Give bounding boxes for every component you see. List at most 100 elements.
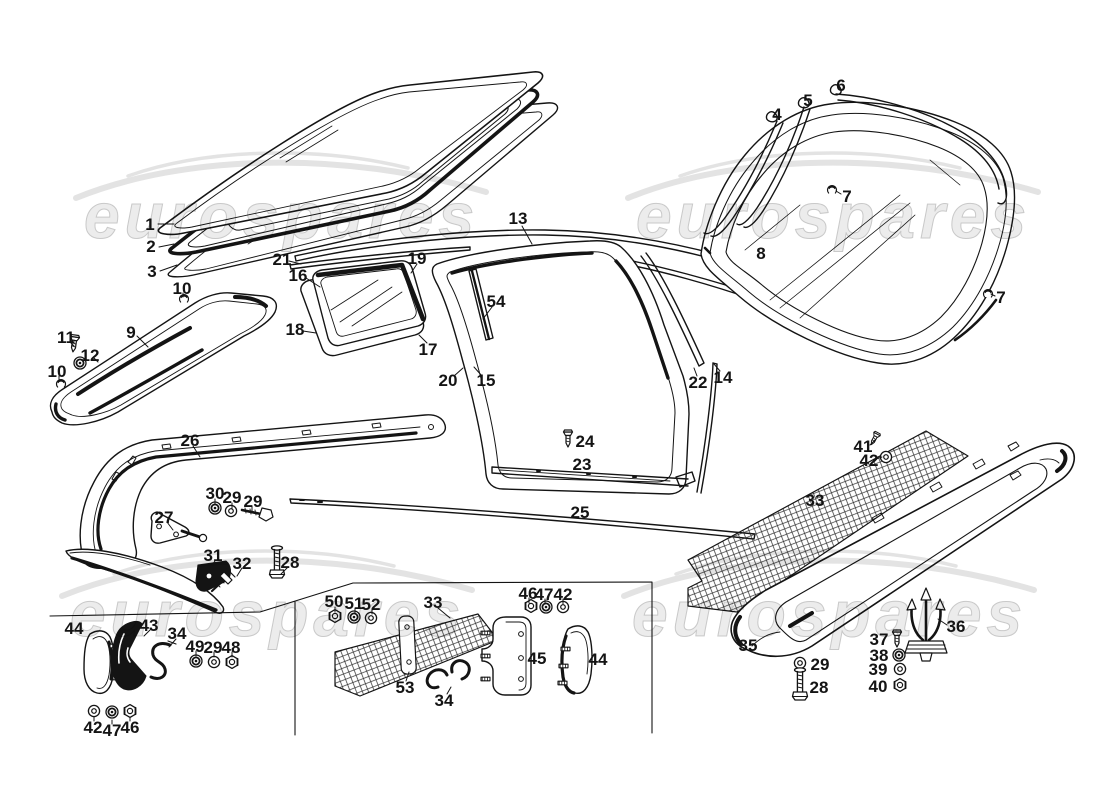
rear-bumper-35 — [730, 441, 1075, 658]
part-label-13: 13 — [509, 209, 528, 228]
screw-icon-32 — [210, 568, 236, 593]
bolt-icon-28 — [791, 667, 809, 701]
part-label-29: 29 — [811, 655, 830, 674]
washer-icon-47 — [105, 705, 119, 719]
trim-strip-21 — [289, 246, 471, 270]
bumper-mounting-tabs — [871, 441, 1022, 524]
quarter-window — [300, 260, 427, 357]
part-label-40: 40 — [869, 677, 888, 696]
part-label-34: 34 — [435, 691, 454, 710]
part-label-29: 29 — [244, 492, 263, 511]
bumper-guard-44-right — [557, 625, 593, 695]
part-label-17: 17 — [419, 340, 438, 359]
watermark-swoosh-icon — [625, 159, 1041, 201]
part-label-8: 8 — [756, 244, 765, 263]
washer-icon-42 — [87, 704, 101, 718]
nut-icon-48 — [225, 654, 239, 670]
windshield-trim-1 — [157, 71, 544, 236]
center-grille-33 — [334, 613, 499, 697]
part-label-1: 1 — [145, 215, 154, 234]
part-label-42: 42 — [554, 585, 573, 604]
watermark: eurospares — [59, 549, 475, 651]
trim-strip-14 — [696, 362, 718, 494]
watermark-swoosh-icon — [126, 151, 410, 178]
washer-icon-49 — [189, 654, 203, 668]
door-window-frame — [431, 240, 696, 495]
part-label-52: 52 — [362, 595, 381, 614]
frame-mounting-tabs — [111, 422, 382, 482]
quarter-window-channel-19 — [315, 262, 426, 322]
leader-lines — [58, 190, 996, 725]
part-label-26: 26 — [181, 431, 200, 450]
grille-plate-53 — [398, 615, 417, 675]
part-label-7: 7 — [996, 288, 1005, 307]
part-label-7: 7 — [842, 187, 851, 206]
bumper-bracket-45 — [480, 616, 532, 696]
part-label-30: 30 — [206, 484, 225, 503]
lower-trim-strip-25 — [289, 498, 756, 540]
washer-icon-29 — [207, 655, 221, 669]
washer-icon-38 — [892, 648, 906, 662]
part-label-12: 12 — [81, 346, 100, 365]
watermark-text: eurospares — [636, 180, 1031, 252]
part-label-29: 29 — [204, 638, 223, 657]
part-label-9: 9 — [126, 323, 135, 342]
rear-window-trim-5 — [736, 97, 811, 229]
rear-window-trim-6 — [829, 84, 1008, 205]
part-label-6: 6 — [836, 76, 845, 95]
part-label-41: 41 — [854, 437, 873, 456]
washer-icon-29 — [224, 504, 238, 518]
watermark: eurospares — [621, 549, 1037, 651]
washer-icon-29 — [793, 656, 807, 670]
part-label-19: 19 — [408, 249, 427, 268]
part-label-39: 39 — [869, 660, 888, 679]
part-label-44: 44 — [589, 650, 608, 669]
part-label-16: 16 — [289, 266, 308, 285]
part-label-24: 24 — [576, 432, 595, 451]
trim-strip-22 — [640, 252, 705, 367]
bracket-27 — [150, 511, 208, 544]
part-label-27: 27 — [155, 508, 174, 527]
watermark-swoosh-icon — [73, 159, 489, 201]
inset-box — [49, 581, 653, 736]
part-label-33: 33 — [806, 491, 825, 510]
part-label-47: 47 — [535, 585, 554, 604]
quarter-window-frame-16 — [312, 260, 427, 347]
part-label-22: 22 — [689, 373, 708, 392]
part-label-10: 10 — [173, 279, 192, 298]
part-label-2: 2 — [146, 237, 155, 256]
trident-emblem-36 — [904, 587, 948, 662]
watermark-swoosh-icon — [59, 557, 475, 599]
part-label-5: 5 — [803, 91, 812, 110]
part-label-28: 28 — [281, 553, 300, 572]
watermark-swoosh-icon — [674, 549, 958, 576]
watermark-text: eurospares — [70, 578, 465, 650]
watermark-swoosh-icon — [112, 549, 396, 576]
part-label-23: 23 — [573, 455, 592, 474]
part-label-37: 37 — [870, 630, 889, 649]
part-label-4: 4 — [772, 105, 782, 124]
part-label-49: 49 — [186, 637, 205, 656]
part-label-38: 38 — [870, 646, 889, 665]
part-label-34: 34 — [168, 624, 187, 643]
nut-icon-46 — [123, 703, 137, 719]
bumper-guard-44-left — [83, 630, 123, 695]
part-label-14: 14 — [714, 368, 733, 387]
washer-icon-39 — [893, 662, 907, 676]
part-label-3: 3 — [147, 262, 156, 281]
bolt-icon-29 — [240, 507, 274, 522]
bumper-guard-43 — [111, 620, 147, 691]
part-label-18: 18 — [286, 320, 305, 339]
part-label-47: 47 — [103, 721, 122, 740]
front-bumper-blade — [65, 548, 225, 614]
rear-window-glass-8 — [725, 130, 988, 342]
part-label-42: 42 — [860, 451, 879, 470]
clip-icon-7 — [982, 288, 994, 298]
windshield-frame-26 — [79, 414, 447, 569]
part-label-46: 46 — [519, 584, 538, 603]
watermark: eurospares — [625, 151, 1041, 253]
door-channel-54 — [468, 268, 494, 341]
